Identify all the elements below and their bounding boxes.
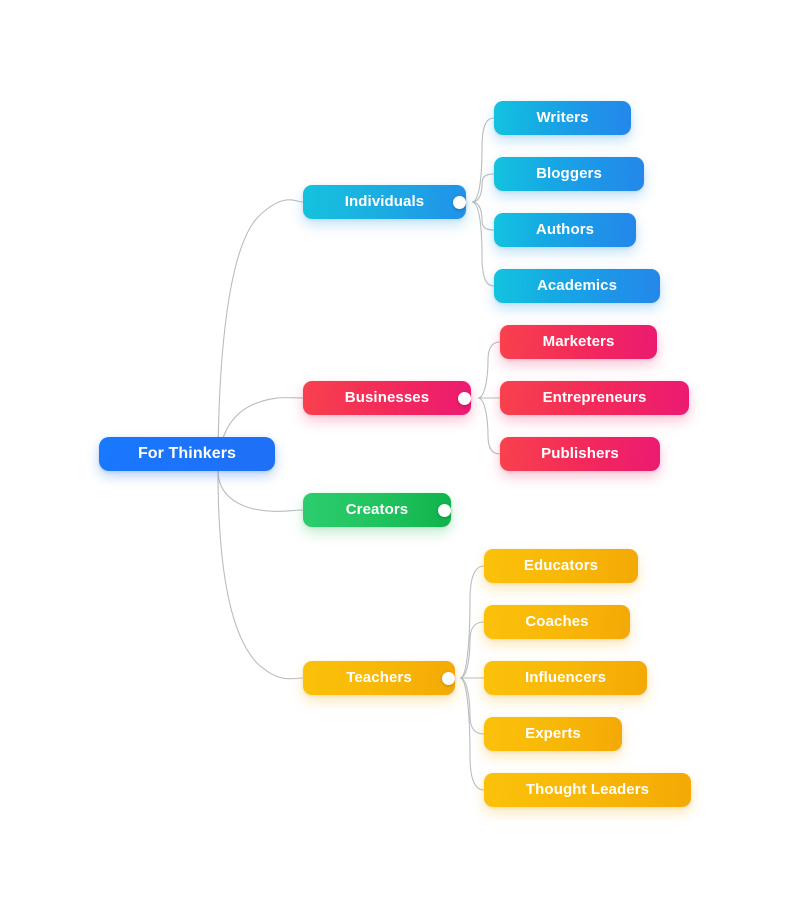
node-branch-businesses[interactable]: Businesses bbox=[303, 381, 471, 415]
node-child-influencers-label: Influencers bbox=[524, 669, 607, 686]
node-child-thought-leaders-label: Thought Leaders bbox=[525, 781, 650, 798]
node-branch-individuals[interactable]: Individuals bbox=[303, 185, 466, 219]
node-child-bloggers[interactable]: Bloggers bbox=[494, 157, 644, 191]
node-branch-creators-label: Creators bbox=[345, 501, 409, 518]
node-child-thought-leaders[interactable]: Thought Leaders bbox=[484, 773, 691, 807]
connector-teachers-to-experts bbox=[459, 677, 485, 735]
node-child-marketers[interactable]: Marketers bbox=[500, 325, 657, 359]
knob-individuals[interactable] bbox=[453, 195, 466, 209]
connector-teachers-to-educators bbox=[459, 565, 485, 679]
node-child-entrepreneurs[interactable]: Entrepreneurs bbox=[500, 381, 689, 415]
node-branch-businesses-label: Businesses bbox=[344, 389, 430, 406]
knob-businesses[interactable] bbox=[458, 391, 471, 405]
connector-teachers-to-thought-leaders bbox=[459, 677, 485, 791]
node-child-authors[interactable]: Authors bbox=[494, 213, 636, 247]
node-child-publishers-label: Publishers bbox=[541, 445, 619, 462]
connector-individuals-to-writers bbox=[471, 117, 495, 203]
connector-root-to-individuals bbox=[217, 199, 304, 471]
connector-root-to-teachers bbox=[217, 469, 304, 680]
knob-teachers[interactable] bbox=[442, 671, 455, 685]
node-child-writers-label: Writers bbox=[536, 109, 589, 126]
node-child-academics[interactable]: Academics bbox=[494, 269, 660, 303]
node-child-publishers[interactable]: Publishers bbox=[500, 437, 660, 471]
node-root-label: For Thinkers bbox=[137, 444, 237, 462]
knob-creators[interactable] bbox=[438, 503, 451, 517]
node-root[interactable]: For Thinkers bbox=[99, 437, 275, 471]
node-child-bloggers-label: Bloggers bbox=[536, 165, 602, 182]
node-branch-creators[interactable]: Creators bbox=[303, 493, 451, 527]
node-branch-individuals-label: Individuals bbox=[344, 193, 425, 210]
node-child-educators[interactable]: Educators bbox=[484, 549, 638, 583]
connector-businesses-to-marketers bbox=[477, 341, 501, 399]
node-child-writers[interactable]: Writers bbox=[494, 101, 631, 135]
node-child-academics-label: Academics bbox=[536, 277, 618, 294]
node-branch-teachers-label: Teachers bbox=[346, 669, 412, 686]
connector-businesses-to-publishers bbox=[477, 397, 501, 455]
node-child-marketers-label: Marketers bbox=[542, 333, 615, 350]
node-child-experts[interactable]: Experts bbox=[484, 717, 622, 751]
node-child-experts-label: Experts bbox=[525, 725, 581, 742]
node-child-coaches-label: Coaches bbox=[525, 613, 589, 630]
connector-individuals-to-academics bbox=[471, 201, 495, 287]
connector-teachers-to-coaches bbox=[459, 621, 485, 679]
node-child-coaches[interactable]: Coaches bbox=[484, 605, 630, 639]
node-child-influencers[interactable]: Influencers bbox=[484, 661, 647, 695]
node-child-authors-label: Authors bbox=[535, 221, 595, 238]
connector-individuals-to-authors bbox=[471, 201, 495, 231]
connector-individuals-to-bloggers bbox=[471, 173, 495, 203]
connector-root-to-creators bbox=[217, 469, 304, 512]
node-branch-teachers[interactable]: Teachers bbox=[303, 661, 455, 695]
node-child-educators-label: Educators bbox=[523, 557, 599, 574]
node-child-entrepreneurs-label: Entrepreneurs bbox=[542, 389, 647, 406]
